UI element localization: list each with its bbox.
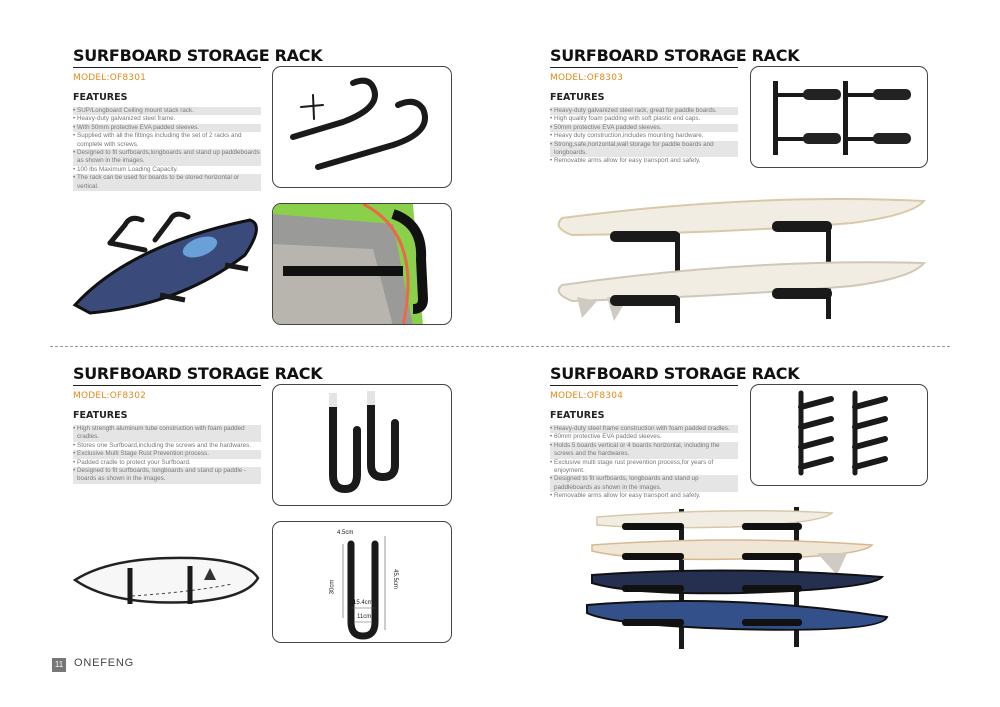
feature-item: Strong,safe,horizontal,wall storage for … — [550, 140, 738, 158]
product-image-paddleboards-on-rack — [552, 193, 934, 328]
feature-item: Designed to fit surfboards, longboards a… — [73, 467, 261, 484]
product-image-board-on-rack — [70, 205, 265, 317]
title-rule — [550, 385, 738, 386]
features-list: SUP/Longboard Ceiling mount stack rack. … — [73, 107, 261, 192]
feature-item: 50mm protective EVA padded sleeves. — [550, 123, 738, 133]
model-number: MODEL:OF8302 — [73, 391, 147, 401]
product-image-multi-arm-rack — [750, 384, 928, 486]
dim-height: 30cm — [329, 579, 336, 595]
product-image-u-cradles — [272, 384, 452, 506]
model-number: MODEL:OF8303 — [550, 73, 624, 83]
feature-item: With 50mm protective EVA padded sleeves. — [73, 123, 261, 133]
page-number: 11 — [52, 658, 66, 672]
feature-item: Heavy-duty galvanized steel rack, great … — [550, 107, 738, 116]
features-heading: FEATURES — [550, 410, 605, 421]
feature-item: 100 lbs Maximum Loading Capacity. — [73, 166, 261, 175]
product-image-closeup — [272, 203, 452, 325]
title-rule — [550, 67, 738, 68]
title-rule — [73, 385, 261, 386]
feature-item: Supplied with all the fittings including… — [73, 132, 261, 149]
feature-item: Designed to fit surfboards, longboards a… — [550, 475, 738, 493]
feature-item: The rack can be used for boards to be st… — [73, 174, 261, 192]
features-heading: FEATURES — [550, 92, 605, 103]
dim-base-width: 11cm — [357, 614, 372, 620]
panel-title: SURFBOARD STORAGE RACK — [73, 46, 323, 65]
panel-title: SURFBOARD STORAGE RACK — [550, 46, 800, 65]
feature-item: Exclusive Multi Stage Rust Prevention pr… — [73, 450, 261, 459]
feature-item: Removable arms allow for easy transport … — [550, 492, 738, 501]
dim-overall-height: 45.5cm — [391, 569, 398, 589]
panel-of8303: SURFBOARD STORAGE RACK MODEL:OF8303 FEAT… — [550, 46, 800, 166]
title-rule — [73, 67, 261, 68]
feature-item: Heavy-duty steel frame construction with… — [550, 425, 738, 434]
dim-top-width: 4.5cm — [337, 530, 354, 536]
features-heading: FEATURES — [73, 410, 128, 421]
dim-inner-width: 15.4cm — [353, 600, 373, 606]
feature-item: Holds 5 boards vertical or 4 boards hori… — [550, 441, 738, 459]
features-list: Heavy-duty steel frame construction with… — [550, 425, 738, 501]
product-image-wall-rack — [750, 66, 928, 168]
feature-item: Heavy-duty galvanized steel frame. — [73, 115, 261, 124]
features-heading: FEATURES — [73, 92, 128, 103]
feature-item: Heavy duty construction,includes mountin… — [550, 132, 738, 141]
feature-item: Stores one Surfboard,including the screw… — [73, 442, 261, 451]
feature-item: 60mm protective EVA padded sleeves. — [550, 433, 738, 442]
brand-name: ONEFENG — [74, 657, 134, 669]
features-list: High strength aluminum tube construction… — [73, 425, 261, 484]
features-list: Heavy-duty galvanized steel rack, great … — [550, 107, 738, 166]
product-image-surfboard-in-cradles — [72, 548, 262, 614]
panel-of8304: SURFBOARD STORAGE RACK MODEL:OF8304 FEAT… — [550, 364, 800, 501]
feature-item: High quality foam padding with soft plas… — [550, 115, 738, 124]
section-divider — [50, 346, 950, 347]
panel-of8302: SURFBOARD STORAGE RACK MODEL:OF8302 FEAT… — [73, 364, 323, 484]
product-image-ceiling-hooks — [272, 66, 452, 188]
dimension-drawing: 4.5cm 30cm 45.5cm 15.4cm 11cm — [272, 521, 452, 643]
feature-item: High strength aluminum tube construction… — [73, 425, 261, 442]
panel-of8301: SURFBOARD STORAGE RACK MODEL:OF8301 FEAT… — [73, 46, 323, 192]
feature-item: Exclusive multi stage rust prevention pr… — [550, 459, 738, 476]
feature-item: Padded cradle to protect your Surfboard. — [73, 459, 261, 468]
product-image-stacked-boards — [582, 505, 892, 653]
panel-title: SURFBOARD STORAGE RACK — [73, 364, 323, 383]
panel-title: SURFBOARD STORAGE RACK — [550, 364, 800, 383]
feature-item: Designed to fit surfboards,longboards an… — [73, 149, 261, 166]
feature-item: SUP/Longboard Ceiling mount stack rack. — [73, 107, 261, 116]
feature-item: Removable arms allow for easy transport … — [550, 157, 738, 166]
model-number: MODEL:OF8304 — [550, 391, 624, 401]
model-number: MODEL:OF8301 — [73, 73, 147, 83]
